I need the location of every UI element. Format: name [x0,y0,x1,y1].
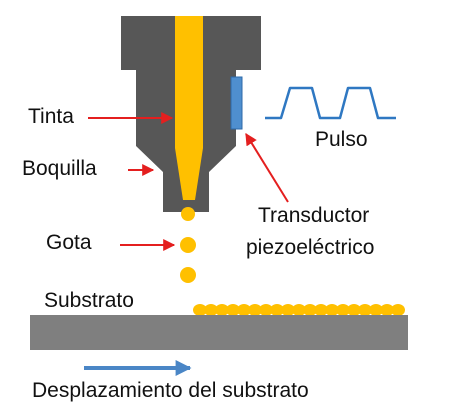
transductor-label: Transductor [258,204,370,227]
deposited-drop [259,304,273,316]
deposited-drop [380,304,394,316]
deposited-drop [270,304,284,316]
deposited-drop [204,304,218,316]
deposited-drop [248,304,262,316]
piezo-transducer [230,76,243,130]
deposited-drop [292,304,306,316]
deposited-drop [369,304,383,316]
transductor-arrow [245,132,289,203]
desplazamiento-label: Desplazamiento del substrato [32,379,309,402]
deposited-drop [303,304,317,316]
deposited-drop [237,304,251,316]
deposited-drop [325,304,339,316]
substrate [30,315,408,350]
gota-label: Gota [46,231,92,254]
pulse-waveform [265,86,396,120]
ink-droplet [181,207,195,221]
ink-channel [175,16,203,200]
ink-droplet [180,237,196,253]
pulso-label: Pulso [315,128,368,151]
ink-droplet [180,267,196,283]
tinta-label: Tinta [28,105,74,128]
deposited-drop [215,304,229,316]
boquilla-label: Boquilla [22,157,97,180]
deposited-drop [193,304,207,316]
deposited-drop [347,304,361,316]
deposited-drop [336,304,350,316]
deposited-drop [314,304,328,316]
substrato-label: Substrato [44,289,134,312]
deposited-drop [226,304,240,316]
deposited-drop [281,304,295,316]
deposited-ink-layer [193,304,405,316]
deposited-drop [391,304,405,316]
piezoelectrico-label: piezoeléctrico [246,236,375,259]
deposited-drop [358,304,372,316]
